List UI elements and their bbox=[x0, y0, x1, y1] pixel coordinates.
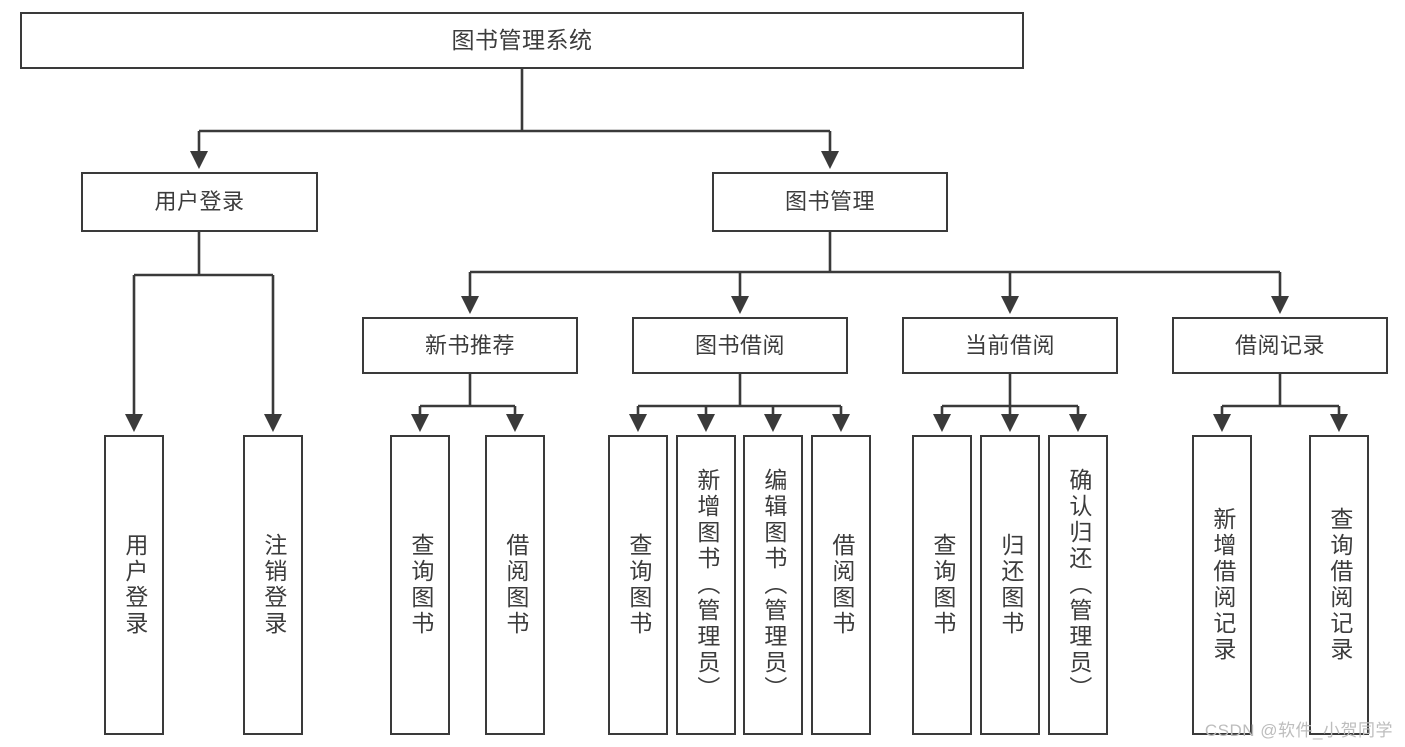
node-label: 查询图书 bbox=[625, 533, 652, 637]
node-label: 新增图书（管理员） bbox=[693, 468, 720, 702]
leaf-new-book-borrow-book[interactable]: 借阅图书 bbox=[485, 435, 545, 735]
node-label: 确认归还（管理员） bbox=[1065, 468, 1092, 702]
leaf-book-borrow-add-book-admin[interactable]: 新增图书（管理员） bbox=[676, 435, 736, 735]
node-label: 借阅图书 bbox=[502, 533, 529, 637]
node-label: 新书推荐 bbox=[424, 332, 515, 358]
node-label: 归还图书 bbox=[997, 533, 1024, 637]
node-label: 用户登录 bbox=[154, 189, 245, 215]
leaf-borrow-record-query-record[interactable]: 查询借阅记录 bbox=[1309, 435, 1369, 735]
node-label: 图书管理 bbox=[784, 189, 875, 215]
node-new-book-recommend[interactable]: 新书推荐 bbox=[362, 317, 578, 374]
leaf-new-book-query-book[interactable]: 查询图书 bbox=[390, 435, 450, 735]
node-label: 查询借阅记录 bbox=[1326, 507, 1353, 663]
node-label: 用户登录 bbox=[121, 533, 148, 637]
node-book-management[interactable]: 图书管理 bbox=[712, 172, 948, 232]
node-current-borrow[interactable]: 当前借阅 bbox=[902, 317, 1118, 374]
node-label: 注销登录 bbox=[260, 533, 287, 637]
node-label: 查询图书 bbox=[407, 533, 434, 637]
node-label: 当前借阅 bbox=[964, 332, 1055, 358]
node-label: 借阅图书 bbox=[828, 533, 855, 637]
node-user-login[interactable]: 用户登录 bbox=[81, 172, 318, 232]
leaf-book-borrow-edit-book-admin[interactable]: 编辑图书（管理员） bbox=[743, 435, 803, 735]
leaf-current-borrow-return-book[interactable]: 归还图书 bbox=[980, 435, 1040, 735]
leaf-book-borrow-borrow-book[interactable]: 借阅图书 bbox=[811, 435, 871, 735]
node-label: 查询图书 bbox=[929, 533, 956, 637]
node-borrow-record[interactable]: 借阅记录 bbox=[1172, 317, 1388, 374]
leaf-book-borrow-query-book[interactable]: 查询图书 bbox=[608, 435, 668, 735]
node-label: 借阅记录 bbox=[1234, 332, 1325, 358]
node-label: 编辑图书（管理员） bbox=[760, 468, 787, 702]
csdn-watermark: CSDN @软件_小贺同学 bbox=[1204, 721, 1393, 740]
leaf-user-login-logout[interactable]: 注销登录 bbox=[243, 435, 303, 735]
leaf-current-borrow-confirm-return-admin[interactable]: 确认归还（管理员） bbox=[1048, 435, 1108, 735]
node-label: 图书借阅 bbox=[694, 332, 785, 358]
leaf-user-login-login[interactable]: 用户登录 bbox=[104, 435, 164, 735]
node-label: 图书管理系统 bbox=[451, 27, 593, 54]
node-book-borrow[interactable]: 图书借阅 bbox=[632, 317, 848, 374]
leaf-borrow-record-add-record[interactable]: 新增借阅记录 bbox=[1192, 435, 1252, 735]
node-root-book-management-system[interactable]: 图书管理系统 bbox=[20, 12, 1024, 69]
node-label: 新增借阅记录 bbox=[1209, 507, 1236, 663]
leaf-current-borrow-query-book[interactable]: 查询图书 bbox=[912, 435, 972, 735]
